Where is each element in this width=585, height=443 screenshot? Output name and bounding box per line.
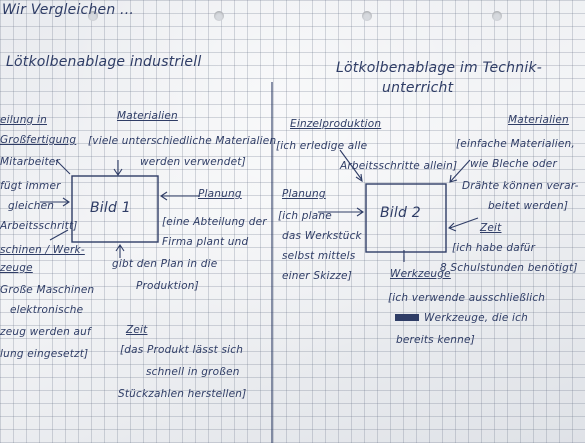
right-planung-heading: Planung bbox=[282, 188, 326, 200]
right-materialien-line-2: wie Bleche oder bbox=[470, 158, 557, 170]
right-werkzeuge-heading: Werkzeuge bbox=[390, 268, 451, 280]
left-planung-line-3: gibt den Plan in die bbox=[112, 258, 218, 270]
left-werkzeuge-heading: schinen / Werk- bbox=[0, 244, 85, 256]
header-text: Wir Vergleichen ... bbox=[2, 2, 135, 18]
left-fertigung-line-1: Mitarbeiter bbox=[0, 156, 60, 168]
left-werkzeuge-line-2: elektronische bbox=[10, 304, 84, 316]
right-title: Lötkolbenablage im Technik- bbox=[336, 60, 542, 76]
arrow-materialien bbox=[113, 160, 123, 176]
left-werkzeuge-line-4: lung eingesetzt] bbox=[0, 348, 89, 360]
right-einzelproduktion-heading: Einzelproduktion bbox=[290, 118, 382, 130]
right-materialien-line-1: [einfache Materialien, bbox=[456, 138, 575, 150]
left-fertigung-line-3: gleichen bbox=[8, 200, 55, 212]
right-werkzeuge-line-1: [ich verwende ausschließlich bbox=[388, 292, 546, 304]
left-zeit-line-3: Stückzahlen herstellen] bbox=[118, 388, 247, 400]
arrow-einzelproduktion bbox=[339, 149, 363, 183]
punch-hole bbox=[362, 11, 372, 21]
arrow-planung-2 bbox=[318, 207, 364, 217]
punch-hole bbox=[492, 11, 502, 21]
scribble-mark bbox=[395, 314, 419, 321]
left-title: Lötkolbenablage industriell bbox=[6, 54, 202, 70]
right-materialien-line-3: Drähte können verar- bbox=[462, 180, 579, 192]
arrow-fertigung bbox=[40, 197, 70, 207]
left-materialien-line-2: werden verwendet] bbox=[140, 156, 246, 168]
left-planung-line-2: Firma plant und bbox=[162, 236, 249, 248]
left-werkzeuge-heading-2: zeuge bbox=[0, 262, 33, 274]
left-zeit-heading: Zeit bbox=[126, 324, 148, 336]
arrow-zeit bbox=[115, 244, 125, 258]
left-werkzeuge-line-1: Große Maschinen bbox=[0, 284, 95, 296]
left-planung-line-4: Produktion] bbox=[136, 280, 199, 292]
bild-2-label: Bild 2 bbox=[380, 205, 421, 221]
arrow-zeit-2 bbox=[448, 217, 479, 232]
arrow-planung bbox=[160, 191, 200, 201]
bild-2-box bbox=[365, 183, 447, 253]
right-einzelproduktion-line-1: [ich erledige alle bbox=[276, 140, 368, 152]
arrow-materialien-2 bbox=[449, 159, 471, 183]
right-zeit-line-1: [ich habe dafür bbox=[452, 242, 536, 254]
punch-hole bbox=[88, 11, 98, 21]
left-fertigung-line-2: fügt immer bbox=[0, 180, 61, 192]
left-werkzeuge-line-3: zeug werden auf bbox=[0, 326, 91, 338]
left-fertigung-heading: eilung in bbox=[0, 114, 47, 126]
arrow-mitarbeiter bbox=[55, 159, 71, 175]
punch-hole bbox=[214, 11, 224, 21]
right-planung-line-4: einer Skizze] bbox=[282, 270, 352, 282]
left-materialien-line-1: [viele unterschiedliche Materialien bbox=[88, 135, 277, 147]
right-zeit-line-2: 8 Schulstunden benötigt] bbox=[440, 262, 578, 274]
right-zeit-heading: Zeit bbox=[480, 222, 502, 234]
left-materialien-heading: Materialien bbox=[117, 110, 178, 122]
right-planung-line-1: [ich plane bbox=[278, 210, 332, 222]
bild-1-label: Bild 1 bbox=[90, 200, 131, 216]
left-planung-heading: Planung bbox=[198, 188, 242, 200]
right-planung-line-2: das Werkstück bbox=[282, 230, 362, 242]
arrow-werkzeuge bbox=[49, 229, 69, 241]
left-zeit-line-1: [das Produkt lässt sich bbox=[120, 344, 244, 356]
right-title-2: unterricht bbox=[382, 80, 454, 96]
left-zeit-line-2: schnell in großen bbox=[146, 366, 240, 378]
right-materialien-heading: Materialien bbox=[508, 114, 569, 126]
right-planung-line-3: selbst mittels bbox=[282, 250, 356, 262]
left-fertigung-line-4: Arbeitsschritt] bbox=[0, 220, 78, 232]
bild-1-box bbox=[71, 175, 159, 243]
left-fertigung-heading-2: Großfertigung bbox=[0, 134, 77, 146]
right-werkzeuge-line-3: bereits kenne] bbox=[396, 334, 475, 346]
right-einzelproduktion-line-2: Arbeitsschritte allein] bbox=[340, 160, 458, 172]
left-planung-line-1: [eine Abteilung der bbox=[162, 216, 267, 228]
right-materialien-line-4: beitet werden] bbox=[488, 200, 569, 212]
right-werkzeuge-line-2: Werkzeuge, die ich bbox=[424, 312, 528, 324]
